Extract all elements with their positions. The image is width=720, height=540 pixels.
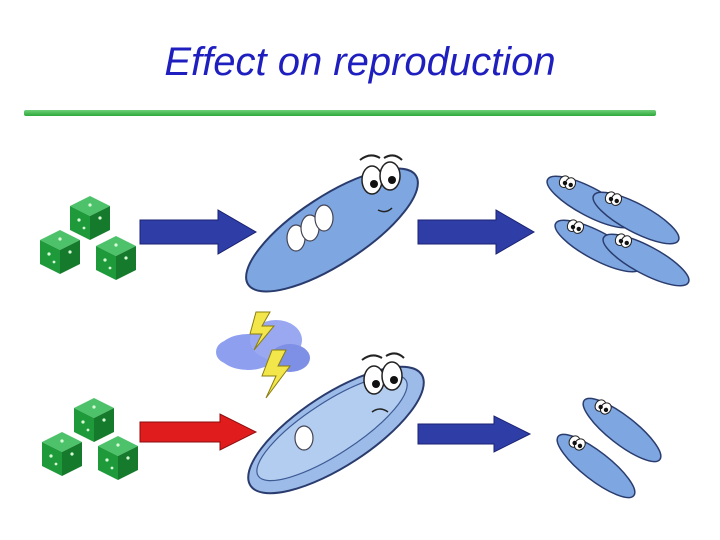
slide-title: Effect on reproduction	[164, 40, 556, 84]
lightning-bolt-icon	[249, 311, 291, 399]
arrow-normal-row-2	[417, 415, 532, 453]
food-cube-icon	[40, 230, 80, 274]
offspring-group-row-1	[540, 166, 696, 296]
food-cube-icon	[42, 432, 82, 476]
food-cube-icon	[74, 398, 114, 442]
food-cubes-row-1	[40, 196, 136, 280]
food-cube-icon	[70, 196, 110, 240]
food-cubes-row-2	[42, 398, 138, 480]
offspring-group-row-2	[548, 388, 670, 508]
healthy-bacterium-icon	[245, 154, 419, 293]
food-cube-icon	[98, 436, 138, 480]
stressed-bacterium-icon	[247, 352, 425, 495]
arrow-normal-row-1b	[417, 209, 535, 255]
food-cube-icon	[96, 236, 136, 280]
title-divider	[24, 110, 656, 116]
arrow-normal-row-1	[139, 209, 257, 255]
arrow-stress-row-2	[139, 413, 258, 451]
